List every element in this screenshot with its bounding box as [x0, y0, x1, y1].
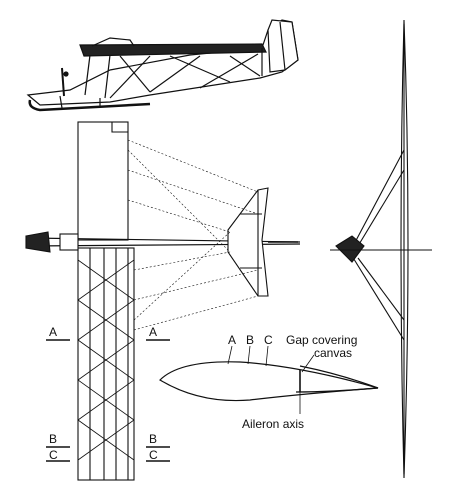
- section-label-c-left: C: [49, 448, 58, 462]
- profile-label-a: A: [228, 333, 237, 347]
- profile-label-c: C: [264, 333, 273, 347]
- section-label-a-left: A: [49, 325, 58, 339]
- front-view: [330, 19, 432, 479]
- aileron-axis-label: Aileron axis: [242, 417, 305, 431]
- gap-covering-label-line2: canvas: [314, 346, 353, 360]
- section-markers: [46, 339, 170, 462]
- side-view: [26, 19, 299, 112]
- gap-covering-label: Gap covering: [286, 333, 358, 347]
- airfoil-profile: [159, 345, 379, 414]
- top-view: [25, 121, 301, 481]
- section-label-b-right: B: [149, 432, 158, 446]
- profile-label-b: B: [246, 333, 255, 347]
- section-label-c-right: C: [149, 448, 158, 462]
- section-label-a-right: A: [149, 325, 158, 339]
- section-label-b-left: B: [49, 432, 58, 446]
